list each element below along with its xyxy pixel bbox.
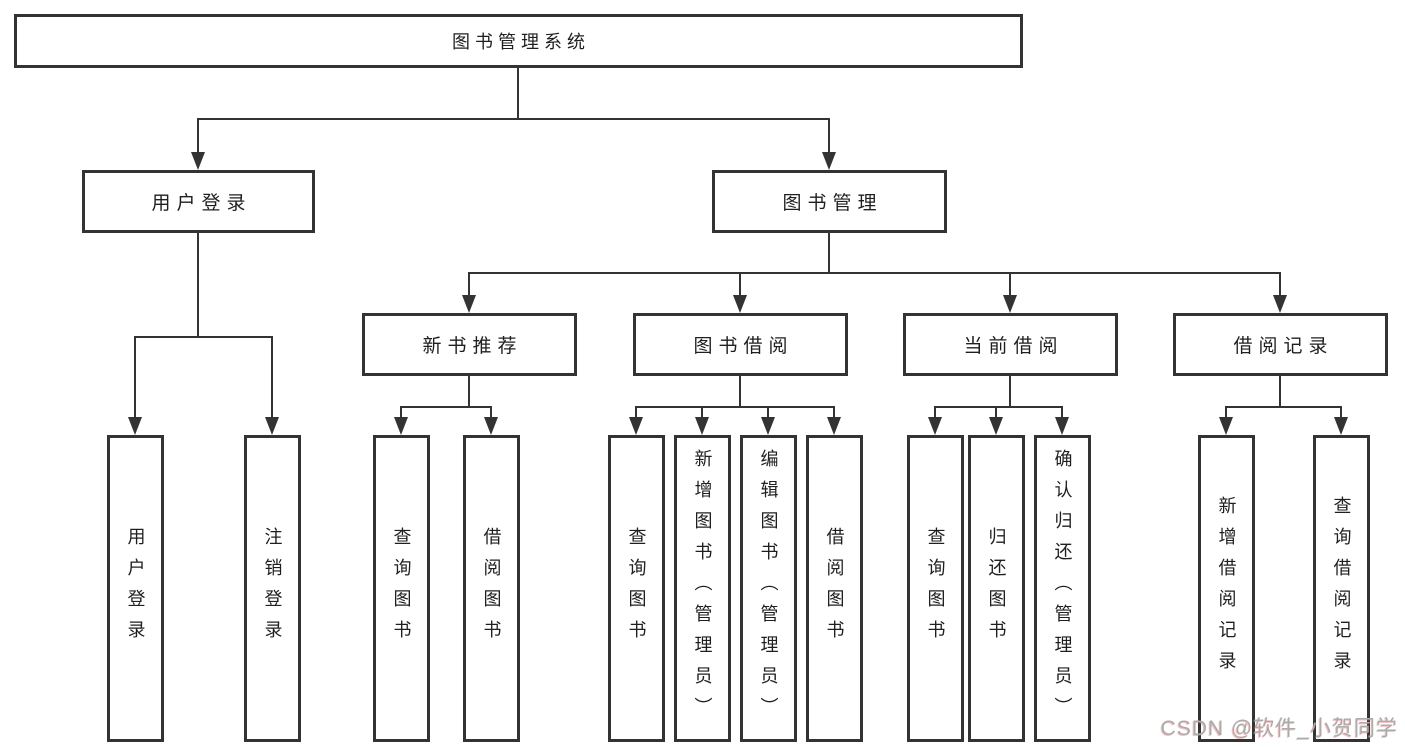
arrowhead-down-icon — [695, 417, 709, 435]
arrowhead-down-icon — [128, 417, 142, 435]
connector-vertical-line — [468, 376, 470, 408]
arrowhead-down-icon — [265, 417, 279, 435]
arrowhead-down-icon — [989, 417, 1003, 435]
csdn-watermark: CSDN @软件_小贺同学 — [1160, 717, 1398, 740]
arrowhead-down-icon — [1003, 295, 1017, 313]
arrowhead-down-icon — [629, 417, 643, 435]
connector-vertical-line — [833, 406, 835, 418]
connector-horizontal-line — [635, 406, 835, 408]
node-label: 借阅图书 — [481, 526, 502, 651]
connector-vertical-line — [995, 406, 997, 418]
connector-vertical-line — [1009, 376, 1011, 408]
node-label: 借阅记录 — [1233, 336, 1334, 357]
node-leaf-edit-book: 编辑图书（管理员） — [740, 435, 797, 742]
node-leaf-query-book-1: 查询图书 — [373, 435, 430, 742]
arrowhead-down-icon — [1273, 295, 1287, 313]
node-leaf-add-record: 新增借阅记录 — [1198, 435, 1255, 742]
connector-vertical-line — [197, 118, 199, 153]
node-leaf-user-login: 用户登录 — [107, 435, 164, 742]
node-label: 查询图书 — [626, 526, 647, 651]
node-leaf-borrow-book-1: 借阅图书 — [463, 435, 520, 742]
node-label: 新书推荐 — [422, 336, 523, 357]
connector-vertical-line — [517, 68, 519, 120]
node-leaf-confirm-return: 确认归还（管理员） — [1034, 435, 1091, 742]
connector-vertical-line — [490, 406, 492, 418]
connector-vertical-line — [739, 376, 741, 408]
connector-vertical-line — [1061, 406, 1063, 418]
node-label: 新增借阅记录 — [1216, 495, 1237, 682]
connector-horizontal-line — [134, 336, 273, 338]
arrowhead-down-icon — [761, 417, 775, 435]
connector-vertical-line — [468, 272, 470, 296]
arrowhead-down-icon — [827, 417, 841, 435]
arrowhead-down-icon — [822, 152, 836, 170]
connector-vertical-line — [271, 336, 273, 418]
node-root: 图书管理系统 — [14, 14, 1023, 68]
connector-vertical-line — [1009, 272, 1011, 296]
connector-vertical-line — [1279, 376, 1281, 408]
arrowhead-down-icon — [484, 417, 498, 435]
connector-horizontal-line — [468, 272, 1281, 274]
connector-vertical-line — [767, 406, 769, 418]
connector-vertical-line — [934, 406, 936, 418]
connector-vertical-line — [828, 233, 830, 274]
connector-vertical-line — [400, 406, 402, 418]
node-label: 查询图书 — [925, 526, 946, 651]
connector-vertical-line — [197, 233, 199, 338]
node-leaf-borrow-book-2: 借阅图书 — [806, 435, 863, 742]
connector-vertical-line — [134, 336, 136, 418]
connector-vertical-line — [1340, 406, 1342, 418]
connector-vertical-line — [701, 406, 703, 418]
node-label: 归还图书 — [986, 526, 1007, 651]
node-label: 查询图书 — [391, 526, 412, 651]
connector-horizontal-line — [934, 406, 1063, 408]
node-label: 当前借阅 — [963, 336, 1064, 357]
node-label: 查询借阅记录 — [1331, 495, 1352, 682]
node-leaf-logout: 注销登录 — [244, 435, 301, 742]
arrowhead-down-icon — [462, 295, 476, 313]
arrowhead-down-icon — [394, 417, 408, 435]
node-borrow-records: 借阅记录 — [1173, 313, 1388, 376]
node-leaf-query-book-3: 查询图书 — [907, 435, 964, 742]
node-book-borrow: 图书借阅 — [633, 313, 848, 376]
arrowhead-down-icon — [928, 417, 942, 435]
node-label: 用户登录 — [151, 193, 252, 214]
connector-vertical-line — [635, 406, 637, 418]
node-current-borrow: 当前借阅 — [903, 313, 1118, 376]
node-label: 用户登录 — [125, 526, 146, 651]
arrowhead-down-icon — [1055, 417, 1069, 435]
node-leaf-add-book: 新增图书（管理员） — [674, 435, 731, 742]
connector-vertical-line — [1279, 272, 1281, 296]
node-label: 借阅图书 — [824, 526, 845, 651]
node-label: 新增图书（管理员） — [692, 449, 713, 728]
node-label: 确认归还（管理员） — [1052, 449, 1073, 728]
node-leaf-query-record: 查询借阅记录 — [1313, 435, 1370, 742]
node-label: 图书管理 — [782, 193, 883, 214]
arrowhead-down-icon — [1334, 417, 1348, 435]
node-label: 编辑图书（管理员） — [758, 449, 779, 728]
node-leaf-return-book: 归还图书 — [968, 435, 1025, 742]
node-label: 注销登录 — [262, 526, 283, 651]
connector-horizontal-line — [1225, 406, 1342, 408]
connector-vertical-line — [828, 118, 830, 153]
connector-vertical-line — [1225, 406, 1227, 418]
node-label: 图书借阅 — [693, 336, 794, 357]
connector-horizontal-line — [197, 118, 830, 120]
node-leaf-query-book-2: 查询图书 — [608, 435, 665, 742]
arrowhead-down-icon — [1219, 417, 1233, 435]
node-new-book-rec: 新书推荐 — [362, 313, 577, 376]
connector-horizontal-line — [400, 406, 492, 408]
connector-vertical-line — [739, 272, 741, 296]
node-book-mgmt: 图书管理 — [712, 170, 947, 233]
arrowhead-down-icon — [191, 152, 205, 170]
node-user-login: 用户登录 — [82, 170, 315, 233]
node-label: 图书管理系统 — [452, 32, 590, 52]
arrowhead-down-icon — [733, 295, 747, 313]
